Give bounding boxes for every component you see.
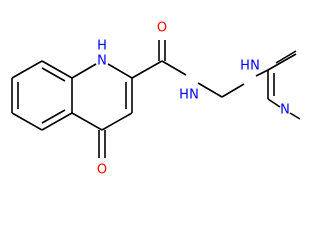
bond bbox=[41, 109, 66, 124]
pyridinone-ring bbox=[71, 63, 133, 158]
amide-nitrogen-label: N bbox=[189, 88, 199, 103]
bond bbox=[267, 53, 297, 71]
bond bbox=[41, 67, 66, 82]
bond bbox=[267, 98, 281, 108]
amine-nitrogen-label: N bbox=[250, 59, 260, 74]
amide-h-label: H bbox=[179, 88, 189, 103]
benzene-ring bbox=[11, 60, 73, 131]
bond bbox=[197, 82, 223, 98]
bond bbox=[41, 112, 73, 131]
bond bbox=[131, 60, 163, 79]
amine-h-label: H bbox=[240, 59, 250, 74]
bond bbox=[11, 60, 43, 79]
bond bbox=[289, 112, 300, 120]
bond bbox=[275, 50, 297, 64]
pyridine-nitrogen-label: N bbox=[280, 103, 290, 118]
bond bbox=[101, 112, 133, 131]
bond bbox=[161, 60, 187, 76]
pyridine-ring bbox=[267, 50, 300, 120]
bond bbox=[255, 69, 269, 77]
bond bbox=[71, 63, 97, 79]
amide-oxygen-label: O bbox=[157, 21, 167, 36]
ring-nitrogen-label: N bbox=[97, 54, 107, 69]
molecule-canvas: H N O O H N H N N bbox=[11, 20, 300, 178]
bond bbox=[71, 112, 103, 131]
keto-oxygen-label: O bbox=[97, 163, 107, 178]
molecule-structure: H N O O H N H N N bbox=[11, 21, 300, 178]
bond bbox=[41, 60, 73, 79]
bond bbox=[221, 83, 245, 98]
amide-linker bbox=[131, 40, 269, 98]
bond bbox=[11, 112, 43, 131]
ring-nh-hydrogen-label: H bbox=[97, 39, 107, 54]
bond bbox=[107, 63, 133, 79]
